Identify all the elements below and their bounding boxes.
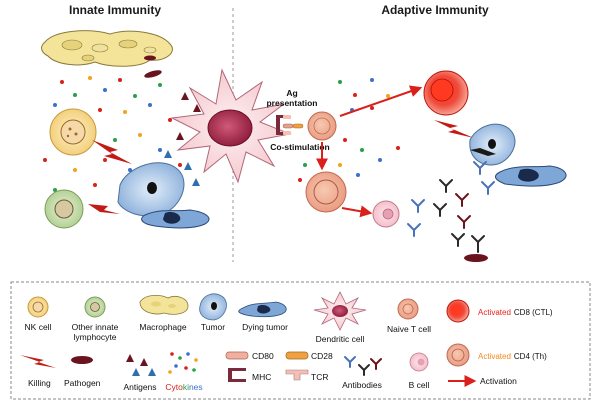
legend-cd4-activated: Activated — [478, 352, 511, 361]
legend-antibodies-label: Antibodies — [342, 380, 382, 390]
legend-cd4-inner — [451, 348, 465, 362]
legend-cytokines-part2: ki — [183, 382, 189, 392]
tumor-cell-adaptive — [469, 123, 516, 166]
legend-macrophage-label: Macrophage — [139, 322, 187, 332]
legend-cytokines-part3: nes — [189, 382, 203, 392]
legend-tcr-label: TCR — [311, 372, 328, 382]
macrophage — [41, 30, 173, 67]
legend-killing-label: Killing — [28, 378, 51, 388]
legend-cd28-label: CD28 — [311, 351, 333, 361]
dying-tumor-adaptive — [494, 165, 567, 187]
dying-tumor-innate — [141, 209, 210, 229]
legend-naive-t-icon — [397, 298, 419, 320]
legend-antibodies-icon — [344, 356, 382, 376]
antibodies-adaptive — [407, 161, 495, 247]
legend-antigens-icon — [126, 354, 156, 376]
presentation-label: presentation — [266, 98, 317, 108]
killing-bolt-2 — [88, 204, 120, 214]
cytokine-dots-adaptive — [298, 78, 400, 182]
legend-nk-nucleus — [32, 301, 44, 313]
b-cell — [372, 200, 400, 228]
activated-cd8-cell — [423, 70, 469, 116]
legend-b-cell-nucleus — [417, 358, 425, 366]
other-innate-lymphocyte — [44, 189, 84, 229]
tumor-cell-innate — [117, 162, 185, 217]
legend-cd4-icon — [446, 343, 470, 367]
legend-other-innate-nucleus — [90, 302, 100, 312]
legend-dying-tumor-icon — [238, 301, 287, 318]
legend-activation-label: Activation — [480, 376, 517, 386]
legend-cd4-name: CD4 (Th) — [514, 352, 547, 361]
legend-antigens-label: Antigens — [123, 382, 156, 392]
legend-cd80-icon — [225, 351, 249, 360]
legend-nk-label: NK cell — [25, 322, 52, 332]
legend-mhc-icon — [228, 368, 246, 382]
ag-label: Ag — [286, 88, 297, 98]
legend-cytokines-part1: Cyto — [165, 382, 183, 392]
killing-bolt-1 — [92, 140, 132, 164]
legend-dendritic-label: Dendritic cell — [316, 334, 365, 344]
naive-t-cell — [307, 111, 337, 141]
legend-dendritic-icon — [313, 291, 367, 331]
legend-pathogen-label: Pathogen — [64, 378, 101, 388]
activated-cd4-cell — [305, 171, 347, 213]
legend-b-cell-label: B cell — [409, 380, 430, 390]
killing-bolt-3 — [434, 120, 474, 138]
receptor-complex — [276, 115, 304, 135]
dendritic-cell — [170, 68, 292, 184]
pathogen-2 — [144, 55, 156, 61]
antibody-pathogen-complex — [464, 235, 488, 262]
ctl-contact — [470, 148, 496, 156]
legend-naive-t-inner — [402, 303, 414, 315]
nk-cell — [49, 108, 97, 156]
pathogen-1 — [144, 70, 162, 78]
legend-naive-t-label: Naive T cell — [387, 324, 431, 334]
activation-arrow-to-cd8 — [339, 85, 423, 117]
legend-dying-tumor-label: Dying tumor — [242, 322, 288, 332]
legend-box — [10, 281, 591, 400]
legend-tumor-label: Tumor — [201, 322, 225, 332]
legend-cytokines-icon — [168, 352, 198, 374]
legend-tumor-icon — [199, 293, 227, 321]
legend-macrophage-icon — [139, 294, 189, 315]
legend-mhc-label: MHC — [252, 372, 271, 382]
legend-other-innate-label-1: Other innate — [72, 322, 119, 332]
legend-cd8-nucleus — [450, 304, 462, 316]
legend-cytokines-label: Cytokines — [165, 382, 202, 392]
legend-cd8-name: CD8 (CTL) — [514, 308, 553, 317]
legend-tcr-icon — [285, 369, 309, 381]
legend-pathogen-icon — [71, 356, 93, 364]
legend-cd80-label: CD80 — [252, 351, 274, 361]
legend-cd8-activated: Activated — [478, 308, 511, 317]
activation-arrow-to-bcell — [341, 205, 373, 218]
adaptive-immunity-header: Adaptive Immunity — [381, 3, 489, 17]
legend-other-innate-label-2: lymphocyte — [74, 332, 117, 342]
innate-immunity-header: Innate Immunity — [69, 3, 161, 17]
legend-cd28-icon — [285, 351, 309, 360]
costimulation-label: Co-stimulation — [270, 142, 330, 152]
